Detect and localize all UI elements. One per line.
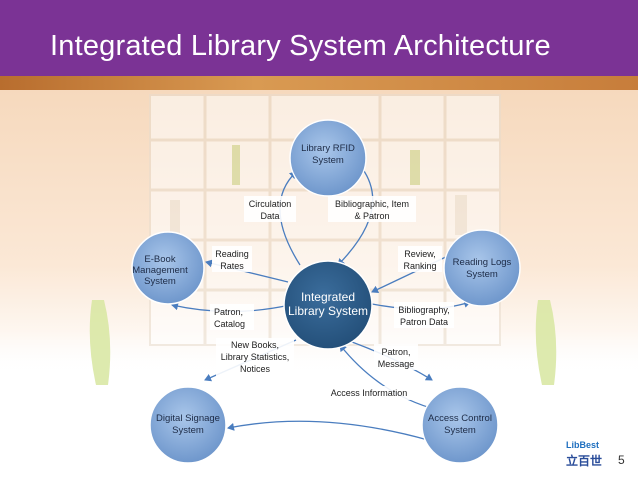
node-access-control: Access Control System xyxy=(421,386,499,464)
edge-label-bibliographic: Bibliographic, Item & Patron xyxy=(328,196,416,222)
bibliographic-line-1: Bibliographic, Item xyxy=(335,199,409,209)
reading-logs-label-2: System xyxy=(466,269,498,280)
arrow-access-to-signage xyxy=(227,420,429,441)
node-signage: Digital Signage System xyxy=(149,386,227,464)
vase-decoration-right xyxy=(535,300,557,385)
access-label-2: System xyxy=(444,425,476,436)
rfid-label-1: Library RFID xyxy=(301,143,355,154)
reading-rates-line-1: Reading xyxy=(215,249,249,259)
signage-label-1: Digital Signage xyxy=(156,413,220,424)
edge-label-reading-rates: Reading Rates xyxy=(212,246,252,272)
patron-message-line-1: Patron, xyxy=(381,347,410,357)
title-accent-stripe xyxy=(0,76,638,90)
ebook-label-2: Management xyxy=(132,265,188,276)
vase-decoration-left xyxy=(89,300,111,385)
bibliographic-line-2: & Patron xyxy=(354,211,389,221)
libbest-logo: LibBest 立百世 xyxy=(566,440,608,470)
ebook-label-3: System xyxy=(144,276,176,287)
signage-label-2: System xyxy=(172,425,204,436)
logo-text-cn: 立百世 xyxy=(566,454,603,468)
patron-catalog-line-2: Catalog xyxy=(214,319,245,329)
node-rfid: Library RFID System xyxy=(289,119,367,197)
circulation-line-1: Circulation xyxy=(249,199,292,209)
new-books-line-2: Library Statistics, xyxy=(221,352,290,362)
page-number: 5 xyxy=(618,453,625,467)
edge-label-biblio-patron: Bibliography, Patron Data xyxy=(394,302,454,328)
edge-label-access-info: Access Information xyxy=(326,386,412,400)
edge-label-circulation: Circulation Data xyxy=(244,196,296,222)
circulation-line-2: Data xyxy=(260,211,279,221)
node-center: Integrated Library System xyxy=(283,260,373,350)
ebook-label-1: E-Book xyxy=(144,254,175,265)
patron-message-line-2: Message xyxy=(378,359,415,369)
review-line-1: Review, xyxy=(404,249,436,259)
reading-rates-line-2: Rates xyxy=(220,261,244,271)
center-label-1: Integrated xyxy=(301,290,355,304)
new-books-line-3: Notices xyxy=(240,364,271,374)
node-ebook: E-Book Management System xyxy=(131,231,205,305)
logo-text-en: LibBest xyxy=(566,440,600,450)
access-info-text: Access Information xyxy=(331,388,408,398)
edge-label-patron-catalog: Patron, Catalog xyxy=(210,304,254,330)
patron-catalog-line-1: Patron, xyxy=(214,307,243,317)
access-label-1: Access Control xyxy=(428,413,492,424)
biblio-patron-line-1: Bibliography, xyxy=(398,305,449,315)
slide-title: Integrated Library System Architecture xyxy=(50,30,551,62)
biblio-patron-line-2: Patron Data xyxy=(400,317,448,327)
review-line-2: Ranking xyxy=(403,261,436,271)
node-reading-logs: Reading Logs System xyxy=(443,229,521,307)
reading-logs-label-1: Reading Logs xyxy=(453,257,512,268)
center-label-2: Library System xyxy=(288,304,368,318)
title-bar xyxy=(0,0,638,90)
rfid-label-2: System xyxy=(312,155,344,166)
edge-label-patron-message: Patron, Message xyxy=(374,344,418,370)
edge-label-new-books: New Books, Library Statistics, Notices xyxy=(216,338,294,376)
new-books-line-1: New Books, xyxy=(231,340,279,350)
edge-label-review: Review, Ranking xyxy=(398,246,442,272)
